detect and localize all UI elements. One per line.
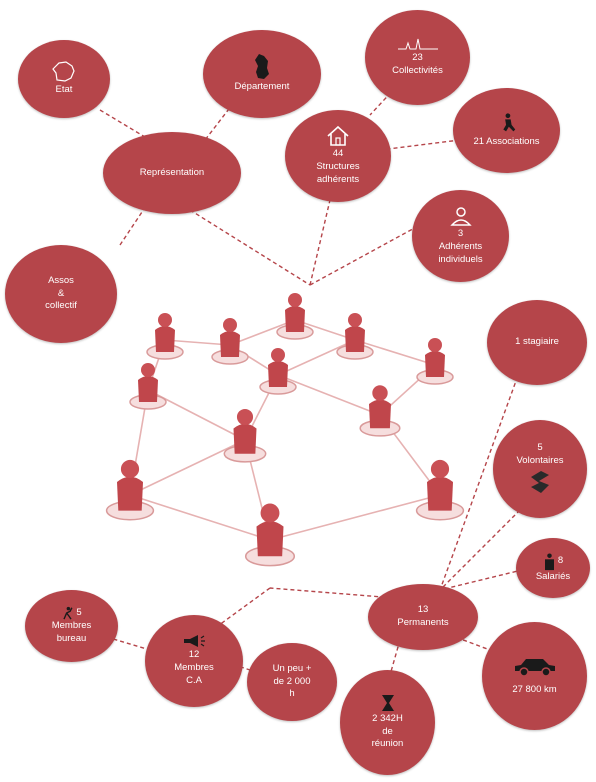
person-figure [129,363,167,410]
volontaires-count: 5 [537,441,543,453]
node-adherents: 3 Adhérents individuels [412,190,509,282]
structures-label1: Structures [316,161,360,173]
salaries-count: 8 [557,555,564,567]
person-figure [211,318,249,365]
node-reunion: 2 342H de réunion [340,670,435,775]
climber-icon [63,607,73,620]
person-figure [259,348,297,395]
node-stagiaire: 1 stagiaire [487,300,587,385]
node-collectivites: 23 Collectivités [365,10,470,105]
node-membres-bureau: 5 Membres bureau [25,590,118,662]
bureau-row: 5 [61,606,82,620]
associations-count: 21 [473,135,485,147]
france-map-icon [52,61,75,82]
node-permanents: 13 Permanents [368,584,478,650]
etat-label: Etat [55,84,73,96]
person-figure [105,459,155,521]
town-icon [397,39,438,50]
associations-label: Associations [486,135,540,147]
node-associations: 21 Associations [453,88,560,173]
un-peu-line2: de 2 000 [273,675,311,687]
person-figure [336,313,374,360]
person-figure [415,459,465,521]
node-km: 27 800 km [482,622,587,730]
un-peu-line3: h [289,688,295,700]
volunteer-logo-icon [531,471,549,494]
membres-ca-count: 12 [188,649,200,661]
node-salaries: 8 Salariés [516,538,590,598]
car-icon [514,658,555,677]
membres-bureau-label2: bureau [56,633,87,644]
assos-line1: Assos [48,274,74,286]
megaphone-icon [184,635,205,648]
representation-label: Représentation [139,166,205,178]
person-figure [146,313,184,360]
km-label: 27 800 km [512,683,557,695]
node-departement: Département [203,30,321,118]
person-figure [223,408,267,463]
runner-icon [502,112,515,131]
permanents-count: 13 [417,604,429,616]
membres-bureau-label1: Membres [51,620,92,632]
node-structures: 44 Structures adhérents [285,110,391,202]
reunion-line1: 2 342H [372,712,403,724]
membres-ca-label2: C.A [186,674,202,686]
person-figure [276,293,314,340]
hourglass-icon [381,694,394,711]
membres-bureau-count: 5 [76,606,82,618]
collectivites-count: 23 [412,52,423,64]
node-un-peu: Un peu + de 2 000 h [247,643,337,721]
node-volontaires: 5 Volontaires [493,420,587,518]
person-figure [244,503,296,567]
structures-label2: adhérents [316,173,360,185]
adherents-label2: individuels [438,253,483,265]
assos-line2: & [57,287,65,299]
node-assos-collectif: Assos & collectif [5,245,117,343]
departement-label: Département [234,81,290,93]
department-map-icon [255,54,269,80]
businessman-icon [544,553,554,570]
permanents-label: Permanents [397,617,449,628]
salaries-row: 8 [543,553,563,571]
volontaires-label: Volontaires [516,454,564,466]
reunion-line2: de [382,725,393,737]
membres-ca-label1: Membres [174,662,214,674]
node-membres-ca: 12 Membres C.A [145,615,243,707]
collectivites-label: Collectivités [392,65,443,76]
reunion-line3: réunion [371,738,404,750]
assos-line3: collectif [45,300,77,312]
salaries-label: Salariés [535,570,571,582]
person-figures [105,293,465,567]
house-icon [327,126,349,147]
person-icon [449,207,472,227]
adherents-count: 3 [457,228,464,240]
un-peu-line1: Un peu + [272,662,312,674]
structures-count: 44 [332,148,344,160]
adherents-label1: Adhérents [438,241,483,253]
associations-text: 21 Associations [473,136,539,149]
node-etat: Etat [18,40,110,118]
stagiaire-label: 1 stagiaire [515,336,559,348]
person-figure [416,338,454,385]
person-figure [359,385,401,437]
node-representation: Représentation [103,132,241,214]
